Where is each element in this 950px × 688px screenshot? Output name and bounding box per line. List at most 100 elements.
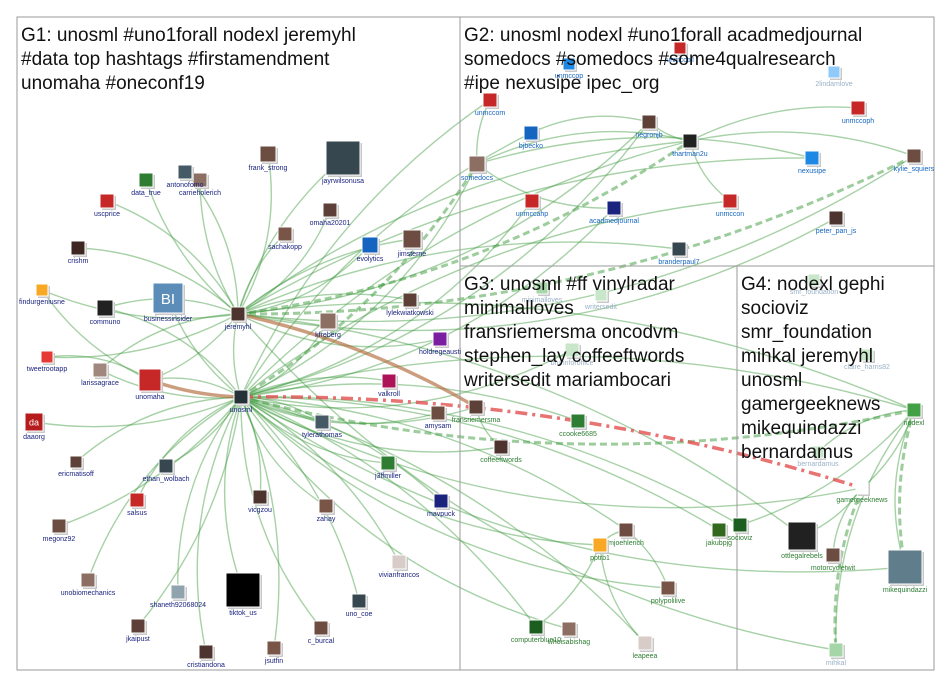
node-communo[interactable]: communo [90, 299, 121, 326]
node-jakubpjg[interactable]: jakubpjg [705, 522, 732, 547]
node-unmccoph[interactable]: unmccoph [842, 100, 874, 125]
node-jeremyhl[interactable]: jeremyhl [224, 306, 252, 331]
node-fransriemersma[interactable]: fransriemersma [452, 399, 501, 424]
node-zahay[interactable]: zahay [317, 498, 336, 523]
edge-unosml-somedocs [240, 163, 478, 398]
node-writersedit[interactable]: writersedit [584, 288, 617, 311]
node-uscprice[interactable]: uscprice [94, 193, 120, 218]
node-branderpaul7[interactable]: branderpaul7 [658, 241, 700, 266]
node-bruhnforoffice[interactable]: bruhnforoffice [551, 342, 594, 367]
node-avatar [562, 57, 576, 71]
node-polypolilive[interactable]: polypolilive [651, 580, 685, 605]
node-avatar [523, 125, 539, 141]
node-label: unmccoll [666, 57, 694, 64]
node-claire_harris82[interactable]: claire_harris82 [844, 348, 890, 371]
node-acadmedjournal[interactable]: acadmedjournal [589, 200, 639, 225]
node-unmccoll[interactable]: unmccoll [666, 41, 694, 64]
edge-unosml-zahay [240, 396, 327, 507]
node-ericmatisoff[interactable]: ericmatisoff [58, 455, 94, 478]
node-peter_pan_js[interactable]: peter_pan_js [816, 210, 857, 235]
node-cristiandona[interactable]: cristiandona [187, 644, 225, 669]
node-tiktok_us[interactable]: tiktok_us [225, 572, 262, 617]
node-frank_strong[interactable]: frank_strong [249, 145, 288, 172]
node-leapeea[interactable]: leapeea [633, 635, 658, 660]
node-unmccahp[interactable]: unmccahp [516, 193, 548, 218]
node-jkaipust[interactable]: jkaipust [125, 618, 150, 643]
node-mikequindazzi[interactable]: mikequindazzi [883, 549, 928, 594]
node-avatar [682, 133, 698, 149]
node-thartman2u[interactable]: thartman2u [672, 133, 708, 158]
node-mjoehlerich[interactable]: mjoehlerich [608, 522, 644, 547]
node-label: acadmedjournal [589, 218, 639, 225]
node-salsus[interactable]: salsus [127, 492, 147, 517]
node-computerblue10[interactable]: computerblue10 [511, 619, 561, 644]
node-larissagrace[interactable]: larissagrace [81, 362, 119, 387]
node-evolytics[interactable]: evolytics [357, 236, 384, 263]
node-jimsterne[interactable]: jimsterne [397, 229, 427, 258]
node-minimalloves[interactable]: minimalloves [522, 281, 563, 304]
node-carrieholerich[interactable]: carrieholerich [179, 172, 221, 197]
edge-unosml-cristiandona [196, 396, 242, 653]
node-mihkal[interactable]: mihkal [826, 642, 847, 667]
node-valkroll[interactable]: valkroll [378, 373, 400, 398]
node-unobiomechanics[interactable]: unobiomechanics [61, 572, 116, 597]
node-2lindamlove[interactable]: 2lindamlove [815, 65, 853, 88]
node-data_true[interactable]: data_true [131, 172, 161, 197]
node-jsutfin[interactable]: jsutfin [264, 640, 283, 665]
node-antonofomo[interactable]: antonofomo [167, 164, 204, 189]
node-holdregeausti[interactable]: holdregeausti [419, 331, 461, 356]
node-c_burcal[interactable]: c_burcal [308, 620, 335, 645]
node-nexusipe[interactable]: nexusipe [798, 150, 826, 175]
node-omaha20201[interactable]: omaha20201 [310, 202, 351, 227]
node-tylerathomas[interactable]: tylerathomas [302, 414, 343, 439]
node-tweetrootapp[interactable]: tweetrootapp [27, 350, 68, 373]
node-whoisabishag[interactable]: whoisabishag [547, 621, 591, 646]
node-negronjb[interactable]: negronjb [635, 114, 663, 139]
node-vicgzou[interactable]: vicgzou [248, 489, 272, 514]
node-amysam[interactable]: amysam [425, 405, 452, 430]
node-j3ffmiller[interactable]: j3ffmiller [374, 455, 402, 480]
node-nodexl[interactable]: nodexl [904, 402, 925, 427]
node-gamergeeknews[interactable]: gamergeeknews [836, 481, 888, 504]
node-unmccon[interactable]: unmccon [716, 193, 745, 218]
node-label: socioviz [728, 535, 753, 542]
node-pptrb1[interactable]: pptrb1 [590, 537, 610, 562]
node-mavpuck[interactable]: mavpuck [427, 493, 456, 518]
node-kylie_squiers[interactable]: kylie_squiers [894, 148, 935, 173]
node-unmccom[interactable]: unmccom [475, 92, 506, 117]
g4-title-line: G4: nodexl gephi [741, 274, 885, 295]
node-motorcycletwit[interactable]: motorcycletwit [811, 547, 855, 572]
node-kfreberg[interactable]: kfreberg [315, 312, 341, 339]
node-ccooke6685[interactable]: ccooke6685 [559, 413, 597, 438]
node-unomaha[interactable]: unomaha [135, 368, 165, 401]
node-label: thartman2u [672, 151, 708, 158]
node-uno_coe[interactable]: uno_coe [346, 593, 373, 618]
node-unmccop[interactable]: unmccop [555, 57, 584, 80]
node-unosml[interactable]: unosml [230, 389, 253, 414]
node-ottlegalrebels[interactable]: ottlegalrebels [781, 521, 823, 560]
node-smr_foundation[interactable]: smr_foundation [790, 273, 838, 296]
node-sachakopp[interactable]: sachakopp [268, 226, 302, 251]
edge-jeremyhl-negronjb [237, 121, 650, 315]
node-lylekwiatkowski[interactable]: lylekwiatkowski [386, 292, 434, 317]
node-ethan_wolbach[interactable]: ethan_wolbach [142, 458, 190, 483]
node-vivianfrancos[interactable]: vivianfrancos [379, 554, 420, 579]
node-shaneth92068024[interactable]: shaneth92068024 [150, 584, 206, 609]
node-coffeeftwords[interactable]: coffeeftwords [480, 439, 522, 464]
node-megonz92[interactable]: megonz92 [43, 518, 76, 543]
node-avatar [152, 282, 184, 314]
node-crishm[interactable]: crishm [68, 240, 89, 265]
node-jayrwilsonusa[interactable]: jayrwilsonusa [321, 140, 364, 185]
node-bernardamus[interactable]: bernardamus [797, 445, 839, 468]
node-socioviz[interactable]: socioviz [728, 517, 753, 542]
node-findurgeniusne[interactable]: findurgeniusne [19, 283, 65, 306]
edge-unosml-mjoehlerich [240, 396, 627, 531]
node-label: mihkal [826, 660, 847, 667]
node-bjbecko[interactable]: bjbecko [519, 125, 543, 150]
node-avatar [468, 155, 486, 173]
node-somedocs[interactable]: somedocs [461, 155, 493, 182]
node-avatar [361, 236, 379, 254]
